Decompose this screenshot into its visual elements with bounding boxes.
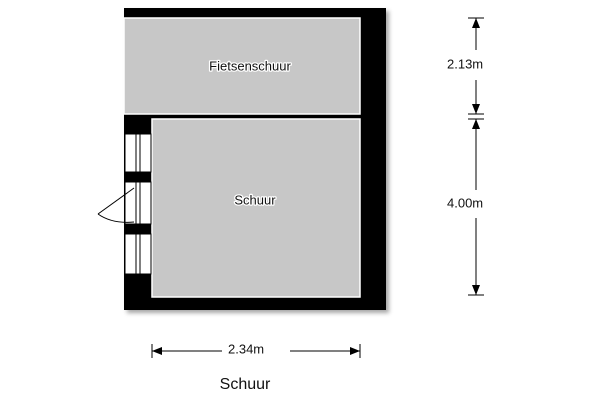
door-gap	[124, 181, 152, 225]
left-wall-openings	[97, 133, 152, 275]
room-floor-fietsenschuur	[123, 17, 361, 115]
window-upper	[124, 133, 152, 173]
room-label-fietsenschuur: Fietsenschuur	[209, 58, 291, 73]
window-lower-glass	[124, 233, 152, 275]
room-floor-schuur	[151, 118, 361, 298]
window-upper-glass	[124, 133, 152, 173]
dimension-arrowhead	[152, 347, 162, 355]
dimension-label-width: 2.34m	[228, 341, 264, 356]
room-label-schuur: Schuur	[234, 192, 276, 207]
door-opening	[97, 181, 152, 225]
horizontal-dimension	[151, 344, 361, 358]
dimension-arrowhead	[350, 347, 360, 355]
dimension-arrowhead	[472, 119, 480, 129]
door-leaf	[97, 187, 135, 215]
plan-title: Schuur	[220, 376, 271, 393]
dimension-label-upper: 2.13m	[447, 56, 483, 71]
dimension-arrowhead	[472, 285, 480, 295]
dimension-label-lower: 4.00m	[447, 195, 483, 210]
dimension-arrowhead	[472, 18, 480, 28]
dimension-arrowhead	[472, 104, 480, 114]
rooms	[123, 17, 361, 298]
door-swing-arc	[97, 213, 135, 223]
window-lower	[124, 233, 152, 275]
vertical-dimension	[468, 17, 484, 296]
